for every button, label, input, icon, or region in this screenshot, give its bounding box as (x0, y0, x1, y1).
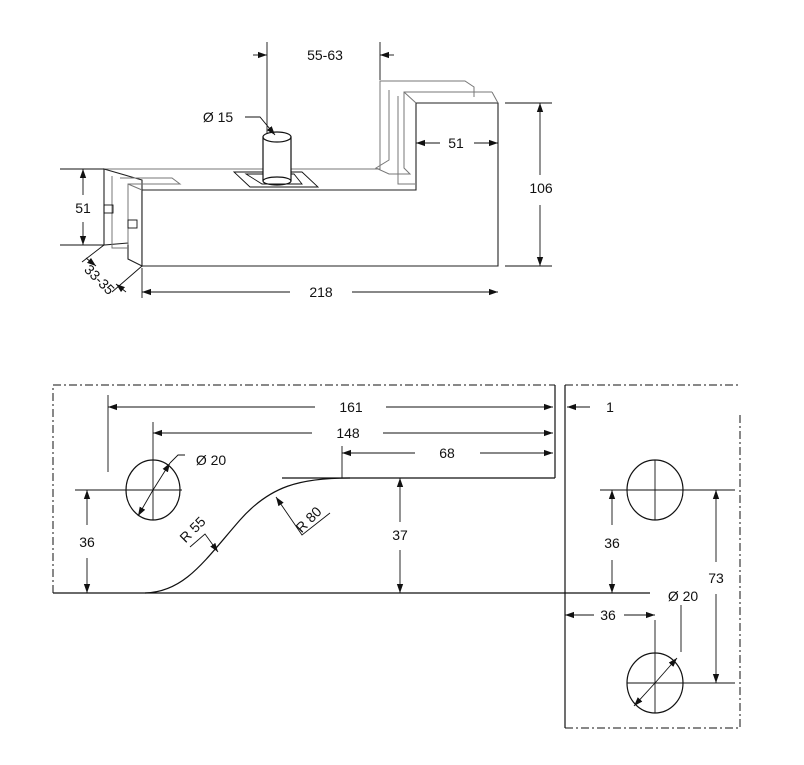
dimension-length: 218 (141, 268, 498, 300)
dimension-73: 73 (708, 490, 724, 683)
dimension-68: 68 (341, 445, 553, 478)
bevel-edges (127, 91, 499, 191)
dim-height-label: 106 (529, 180, 553, 196)
dim-gap-label: 1 (606, 399, 614, 415)
dim-68-label: 68 (439, 445, 455, 461)
left-screw-2 (127, 219, 138, 229)
dimension-height: 106 (505, 102, 553, 267)
right-glass-outline (565, 384, 741, 729)
dim-hole-left-label: Ø 20 (196, 452, 227, 468)
dimension-148: 148 (153, 425, 553, 441)
dimension-r55: R 55 (176, 513, 219, 553)
dim-73-label: 73 (708, 570, 724, 586)
dim-148-label: 148 (336, 425, 360, 441)
cutout-s-curve (144, 477, 555, 594)
dimension-gap: 1 (567, 399, 614, 415)
dim-r55-label: R 55 (176, 513, 208, 545)
dimension-37: 37 (392, 478, 408, 593)
dim-pin-diameter-label: Ø 15 (203, 109, 234, 125)
dim-offset-label: 55-63 (307, 47, 343, 63)
dimension-55-63: 55-63 (253, 42, 394, 133)
clamp-inner-edge (374, 90, 492, 175)
left-screw (103, 204, 114, 214)
dimension-r80: R 80 (275, 496, 331, 536)
hole-left: Ø 20 (75, 422, 227, 521)
dim-36-left-label: 36 (79, 534, 95, 550)
hinge-3d-view: 55-63 Ø 15 51 106 51 (60, 42, 553, 300)
dim-glass-label: 33-35 (81, 261, 118, 298)
left-slot (120, 177, 182, 245)
hole-right-top (600, 459, 735, 521)
dimension-161: 161 (107, 395, 553, 472)
dim-block-width-label: 51 (448, 135, 464, 151)
dim-left-height-label: 51 (75, 200, 91, 216)
dimension-block-width: 51 (416, 135, 498, 151)
dimension-36-right-vertical: 36 (604, 490, 620, 593)
clamp-inner-edge-2 (397, 96, 415, 185)
dim-161-label: 161 (339, 399, 363, 415)
cutout-plan-view: Ø 20 161 148 68 36 (52, 384, 741, 729)
dimension-pin-diameter: Ø 15 (203, 109, 276, 136)
dim-36-right-v-label: 36 (604, 535, 620, 551)
hole-right-bottom: Ø 20 (626, 588, 735, 714)
dim-hole-right-label: Ø 20 (668, 588, 699, 604)
dim-length-label: 218 (309, 284, 333, 300)
dim-37-label: 37 (392, 527, 408, 543)
front-face (141, 102, 499, 267)
top-surface-back-edge (104, 80, 475, 170)
left-plate (111, 176, 128, 249)
dimension-36-right-horizontal: 36 (565, 607, 655, 623)
dim-36-right-h-label: 36 (600, 607, 616, 623)
dimension-36-left: 36 (79, 490, 95, 593)
dimension-left-height: 51 (60, 168, 104, 246)
dim-r80-label: R 80 (292, 503, 324, 535)
left-glass-outline (52, 384, 555, 593)
pivot-pin (262, 131, 292, 186)
